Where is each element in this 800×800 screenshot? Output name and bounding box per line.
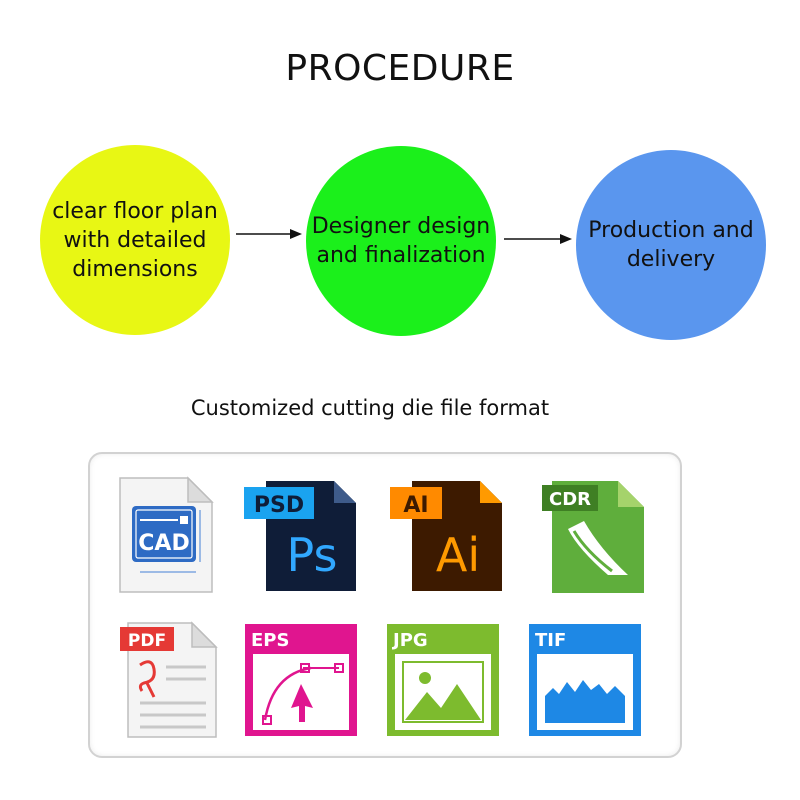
step-1-circle: clear floor plan with detailed dimension… [40, 145, 230, 335]
psd-tag: PSD [254, 493, 304, 518]
arrow-right-icon [236, 229, 302, 239]
step-2-label: Designer design and finalization [311, 214, 491, 268]
pdf-file-icon: PDF [120, 621, 218, 738]
tif-file-icon: TIF [529, 624, 641, 736]
cdr-tag: CDR [549, 489, 591, 510]
formats-heading: Customized cutting die file format [190, 396, 550, 420]
cdr-file-icon: CDR [542, 481, 644, 593]
step-1-label: clear floor plan with detailed dimension… [52, 198, 218, 282]
ai-mark: Ai [436, 528, 480, 582]
tif-tag: TIF [535, 630, 566, 651]
step-2-circle: Designer design and finalization [306, 146, 496, 336]
ai-tag: AI [403, 493, 428, 518]
arrow-right-icon [504, 234, 572, 244]
cad-label: CAD [138, 531, 189, 556]
jpg-file-icon: JPG [387, 624, 499, 736]
jpg-tag: JPG [391, 630, 428, 651]
eps-tag: EPS [251, 630, 289, 651]
cad-file-icon: CAD [119, 476, 214, 593]
ps-mark: Ps [287, 528, 338, 582]
step-3-circle: Production and delivery [576, 150, 766, 340]
step-3-label: Production and delivery [588, 218, 754, 272]
eps-file-icon: EPS [245, 624, 357, 736]
ai-file-icon: AI Ai [390, 481, 502, 591]
page-title: PROCEDURE [285, 48, 515, 89]
psd-file-icon: PSD Ps [244, 481, 356, 591]
pdf-tag: PDF [128, 631, 166, 651]
